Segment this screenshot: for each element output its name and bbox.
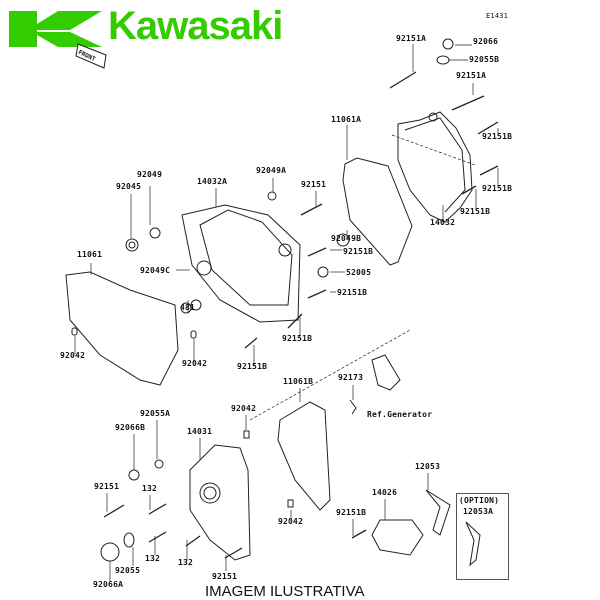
part-label: 132 [145, 554, 161, 563]
part-label: 92049C [140, 266, 171, 275]
front-arrow-icon [75, 43, 107, 69]
part-label: 92045 [116, 182, 142, 191]
option-box [456, 493, 509, 580]
part-label: 14032A [197, 177, 228, 186]
part-label: 92042 [278, 517, 304, 526]
brand-logo: Kawasaki [108, 4, 283, 48]
part-label: 92055A [140, 409, 171, 418]
kawasaki-logo-mark [9, 11, 102, 47]
option-label: (OPTION) [459, 496, 500, 505]
part-label: 52005 [346, 268, 372, 277]
part-label: 92042 [182, 359, 208, 368]
ref-label: Ref.Generator [367, 410, 433, 419]
clutch-cover-inner [181, 204, 301, 323]
gasket-11061b [277, 401, 331, 511]
part-label: 12053A [463, 507, 494, 516]
part-label: 92173 [338, 373, 364, 382]
part-label: 132 [142, 484, 158, 493]
gasket-11061a [342, 157, 413, 266]
part-label: 92066 [473, 37, 499, 46]
part-label: 11061A [331, 115, 362, 124]
part-label: 92151B [282, 334, 313, 343]
part-label: 92151B [460, 207, 491, 216]
part-label: 92151A [456, 71, 487, 80]
part-label: 481 [180, 303, 196, 312]
part-label: 132 [178, 558, 194, 567]
part-label: 11061 [77, 250, 103, 259]
part-label: 92151B [237, 362, 268, 371]
leader-lines [74, 44, 499, 582]
part-label: 14032 [430, 218, 456, 227]
part-label: 11061B [283, 377, 314, 386]
part-label: 92049A [256, 166, 287, 175]
part-label: 92151B [482, 184, 513, 193]
part-label: 92151A [396, 34, 427, 43]
part-label: 14026 [372, 488, 398, 497]
part-label: 92066A [93, 580, 124, 589]
bolts [103, 71, 499, 559]
part-label: 92055 [115, 566, 141, 575]
clutch-cover-outer [397, 111, 473, 223]
part-label: 92049 [137, 170, 163, 179]
part-label: 92151B [336, 508, 367, 517]
part-label: 92066B [115, 423, 146, 432]
part-label: 92151 [212, 572, 238, 581]
part-label: 12053 [415, 462, 441, 471]
part-label: 92151B [337, 288, 368, 297]
illustrative-image-caption: IMAGEM ILUSTRATIVA [205, 583, 365, 600]
gasket-11061 [65, 271, 179, 386]
diagram-code: E1431 [486, 12, 509, 20]
part-label: 92049B [331, 234, 362, 243]
part-label: 92151 [301, 180, 327, 189]
part-label: 92042 [60, 351, 86, 360]
part-label: 92151B [482, 132, 513, 141]
part-label: 92042 [231, 404, 257, 413]
part-label: 92151B [343, 247, 374, 256]
part-label: 14031 [187, 427, 213, 436]
part-label: 92055B [469, 55, 500, 64]
part-label: 92151 [94, 482, 120, 491]
generator-cover [189, 444, 251, 561]
